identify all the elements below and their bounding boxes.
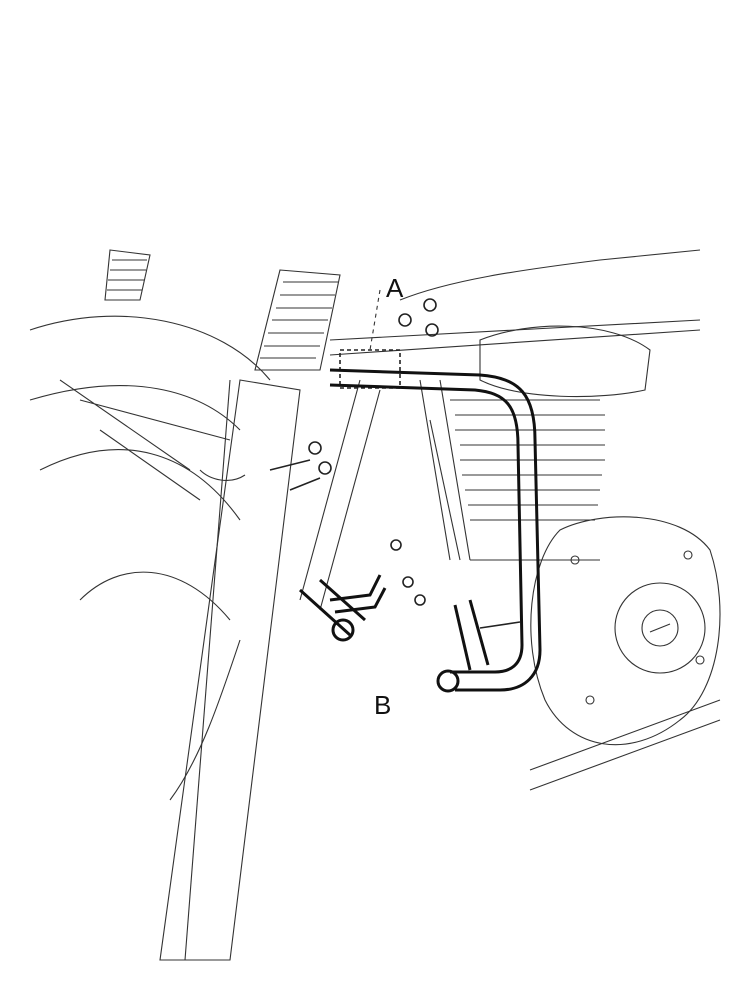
mounting-bolts xyxy=(269,298,521,629)
label-a: A xyxy=(386,273,404,303)
frame xyxy=(299,249,721,791)
label-b: B xyxy=(374,690,392,720)
engine xyxy=(429,325,721,746)
crash-bar xyxy=(298,368,542,693)
front-forks xyxy=(104,249,341,961)
front-wheel xyxy=(29,315,271,801)
